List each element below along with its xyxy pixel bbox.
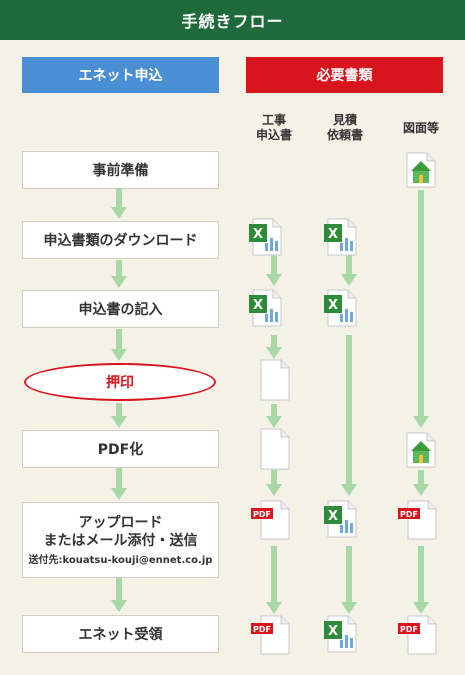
house-drawing-icon [406,432,436,468]
ennet-application-header: エネット申込 [22,57,219,93]
step-download-forms: 申込書類のダウンロード [22,221,219,259]
upload-destination: 送付先:kouatsu-kouji@ennet.co.jp [28,554,213,566]
column-header-line: 工事 [261,113,286,127]
column-header-construction-application: 工事 申込書 [244,113,304,143]
svg-text:PDF: PDF [253,625,271,634]
column-header-line: 申込書 [255,128,292,142]
svg-text:X: X [253,227,263,242]
step-fill-application: 申込書の記入 [22,290,219,328]
step-preparation: 事前準備 [22,151,219,189]
pdf-file-icon: PDF [397,615,437,655]
svg-text:PDF: PDF [253,510,271,519]
house-drawing-icon [406,152,436,188]
pdf-file-icon: PDF [250,500,290,540]
column-header-line: 依頼書 [326,128,363,142]
pdf-file-icon: PDF [397,500,437,540]
excel-file-icon: X [323,218,357,256]
excel-file-icon: X [248,218,282,256]
required-documents-header: 必要書類 [246,57,443,93]
svg-text:X: X [328,624,338,639]
pdf-file-icon: PDF [250,615,290,655]
step-upload-or-email: アップロード またはメール添付・送信 送付先:kouatsu-kouji@enn… [22,502,219,578]
excel-file-icon: X [248,289,282,327]
svg-text:X: X [328,298,338,313]
svg-text:X: X [328,509,338,524]
step-pdf-conversion: PDF化 [22,430,219,468]
blank-document-icon [260,428,290,470]
column-header-estimate-request: 見積 依頼書 [315,113,375,143]
svg-text:X: X [328,227,338,242]
upload-line-1: アップロード [78,514,163,531]
column-header-line: 見積 [332,113,357,127]
excel-file-icon: X [323,289,357,327]
step-stamp: 押印 [24,363,216,401]
excel-file-icon: X [323,500,357,538]
page-title: 手続きフロー [0,0,465,40]
upload-line-2: またはメール添付・送信 [43,532,198,549]
column-header-drawings: 図面等 [402,121,439,135]
blank-document-icon [260,359,290,401]
svg-text:X: X [253,298,263,313]
svg-text:PDF: PDF [400,625,418,634]
step-ennet-receipt: エネット受領 [22,615,219,653]
svg-text:PDF: PDF [400,510,418,519]
excel-file-icon: X [323,615,357,653]
